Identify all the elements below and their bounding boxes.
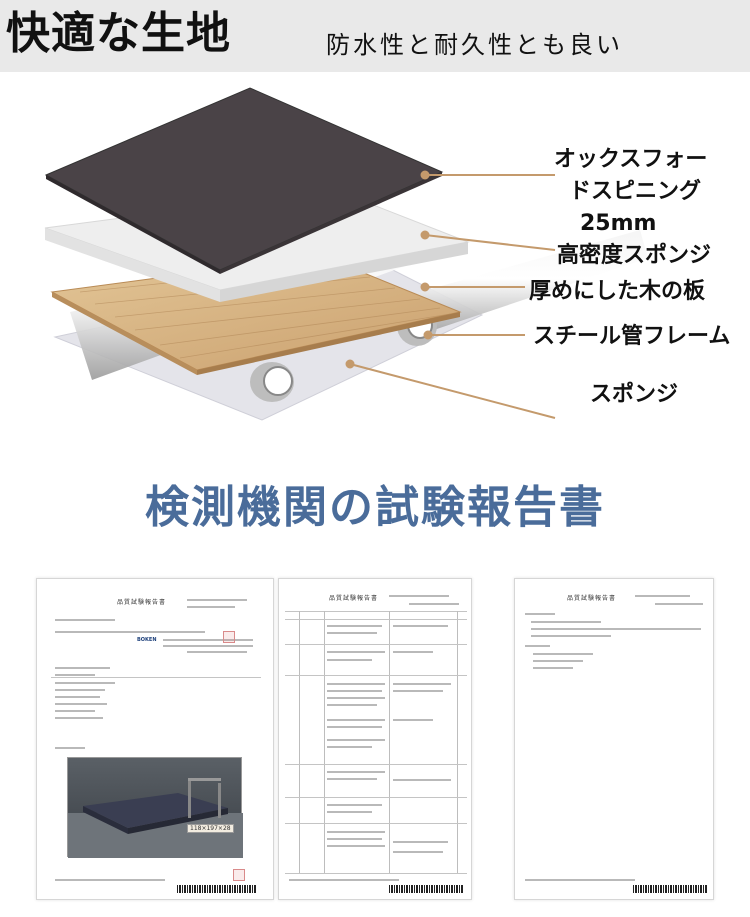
- barcode: [389, 885, 463, 893]
- label-steel: スチール管フレーム: [533, 324, 731, 349]
- wood-board-layer: [50, 255, 462, 375]
- label-thickness: 25mm: [580, 211, 657, 236]
- barcode: [177, 885, 257, 893]
- label-oxford-2: ドスピニング: [569, 179, 702, 204]
- report-heading: 品質試験報告書: [567, 595, 617, 602]
- fabric-layer: [44, 87, 444, 274]
- header-title: 快適な生地: [6, 8, 231, 59]
- layer-diagram-illustration: [44, 87, 648, 421]
- header-subtitle: 防水性と耐久性とも良い: [326, 31, 623, 59]
- label-oxford-1: オックスフォー: [554, 147, 708, 172]
- layer-diagram: オックスフォー ドスピニング 25mm 高密度スポンジ 厚めにした木の板 スチー…: [0, 80, 750, 440]
- seal-stamp-2: [233, 869, 245, 881]
- report-heading: 品質試験報告書: [117, 599, 167, 606]
- report-document-3: 品質試験報告書: [514, 578, 714, 900]
- header-band: 快適な生地 防水性と耐久性とも良い: [0, 0, 750, 72]
- foam-leader: [420, 230, 556, 251]
- report-heading: 品質試験報告書: [329, 595, 379, 602]
- label-sponge: スポンジ: [590, 382, 679, 407]
- barcode: [633, 885, 707, 893]
- wood-leader: [420, 282, 525, 292]
- steel-leader: [423, 330, 525, 340]
- sponge-leader: [345, 359, 556, 419]
- fabric-leader: [420, 170, 555, 180]
- seal-stamp: [223, 631, 235, 643]
- report-document-1: 品質試験報告書 BOKEN 118×197×28: [36, 578, 274, 900]
- reports-title: 検測機関の試験報告書: [145, 482, 605, 533]
- label-wood: 厚めにした木の板: [529, 279, 706, 304]
- product-photo: [67, 757, 243, 858]
- photo-size-label: 118×197×28: [187, 824, 234, 833]
- issuer-logo: BOKEN: [137, 637, 157, 643]
- report-document-2: 品質試験報告書: [278, 578, 472, 900]
- label-foam: 高密度スポンジ: [557, 243, 712, 268]
- bed-photo-drawing: [68, 778, 243, 858]
